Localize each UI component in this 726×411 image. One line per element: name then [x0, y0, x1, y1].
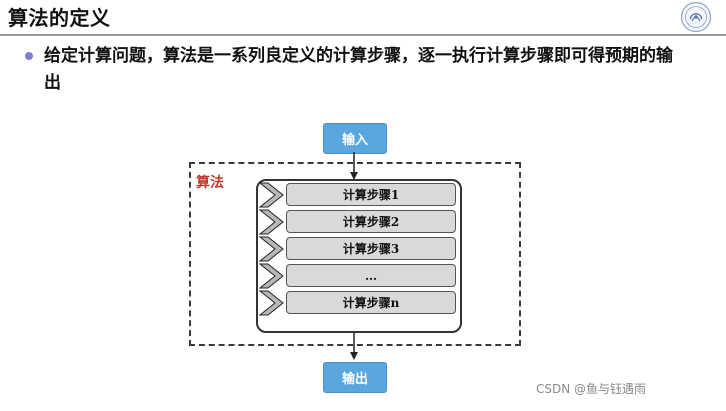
algorithm-label: 算法 [196, 175, 224, 191]
bullet-dot [25, 52, 33, 60]
algorithm-region [189, 162, 521, 346]
chevron-down-icon [258, 263, 284, 289]
step-n: 计算步骤n [286, 291, 456, 314]
page-title: 算法的定义 [8, 6, 111, 30]
title-divider [0, 34, 726, 36]
step-1: 计算步骤1 [286, 183, 456, 206]
chevron-down-icon [258, 236, 284, 262]
flow-input-box: 输入 [323, 123, 387, 154]
bullet-text: 给定计算问题，算法是一系列良定义的计算步骤，逐一执行计算步骤即可得预期的输出 [44, 46, 673, 93]
step-2: 计算步骤2 [286, 210, 456, 233]
chevron-down-icon [258, 182, 284, 208]
step-3: 计算步骤3 [286, 237, 456, 260]
university-logo-icon [680, 1, 712, 33]
watermark: CSDN @鱼与钰遇雨 [536, 382, 647, 396]
step-ellipsis: … [286, 264, 456, 287]
flow-output-box: 输出 [323, 362, 387, 393]
chevron-down-icon [258, 290, 284, 316]
chevron-down-icon [258, 209, 284, 235]
